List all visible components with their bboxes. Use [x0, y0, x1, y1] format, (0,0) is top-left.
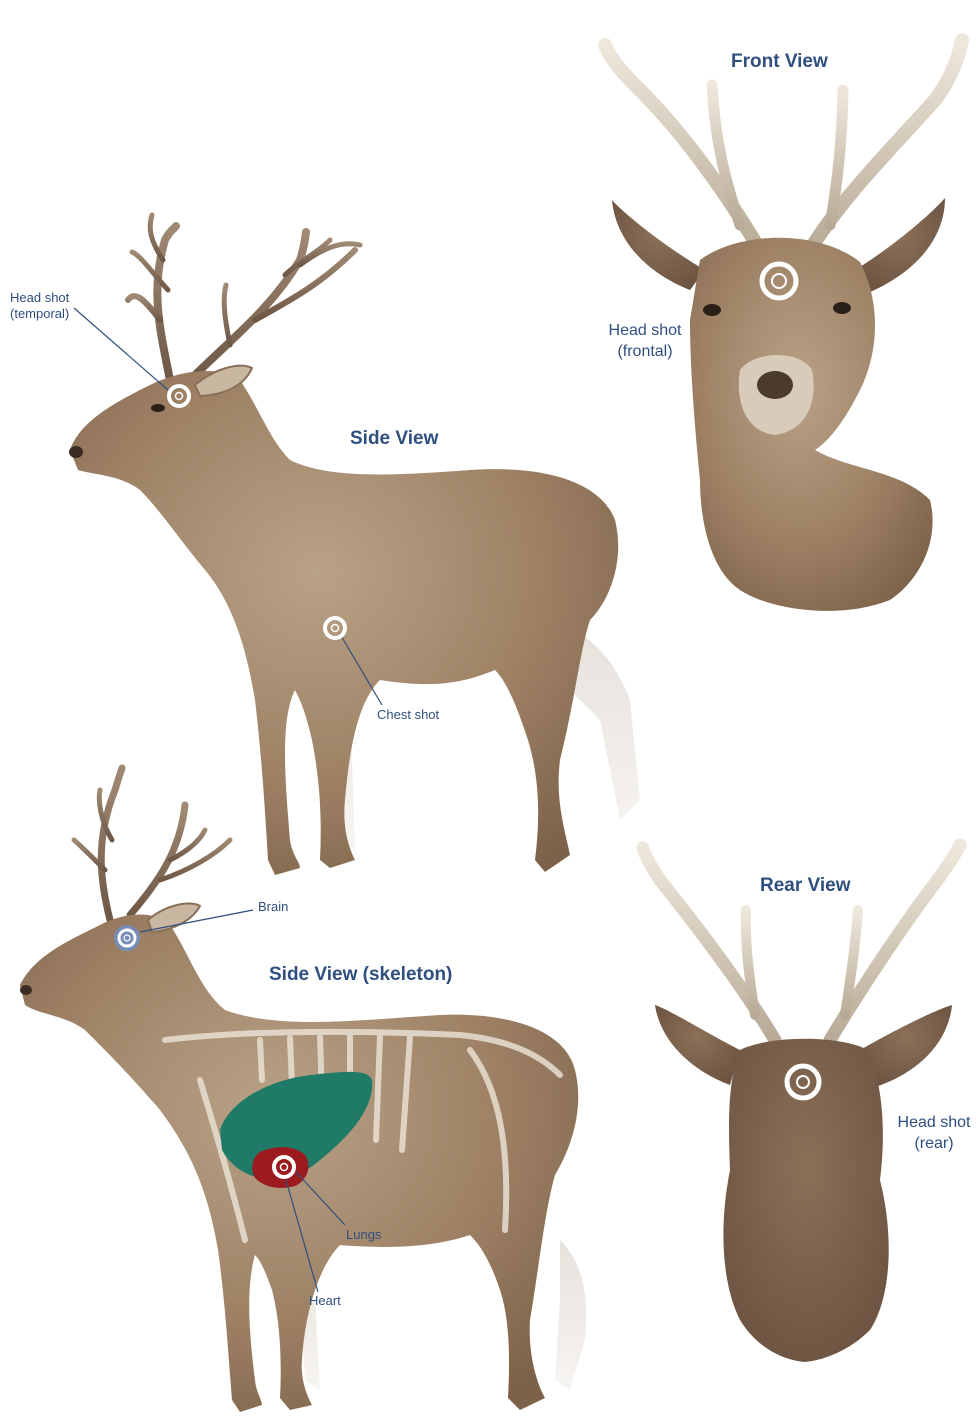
label-head-shot-rear: Head shot (rear) — [893, 1112, 975, 1154]
side-view-title: Side View — [350, 428, 438, 450]
label-line: (frontal) — [603, 341, 687, 362]
label-brain: Brain — [258, 899, 288, 915]
side-nose — [69, 446, 83, 458]
front-right-eye — [833, 302, 851, 314]
label-line: Head shot — [893, 1112, 975, 1133]
front-left-ear — [612, 200, 705, 290]
skeleton-view-deer — [20, 768, 586, 1412]
skeleton-antlers — [74, 768, 230, 920]
label-lungs: Lungs — [346, 1227, 381, 1243]
front-nose — [757, 371, 793, 399]
front-face — [690, 238, 933, 611]
target-marker-icon — [114, 925, 140, 951]
skeleton-ear — [148, 904, 200, 932]
side-antlers — [128, 215, 360, 380]
rear-view-head — [643, 845, 960, 1362]
far-legs-shadow — [300, 1240, 586, 1390]
front-right-ear — [855, 198, 945, 292]
front-left-eye — [703, 304, 721, 316]
label-line: Head shot — [603, 320, 687, 341]
side-view-deer — [69, 215, 640, 875]
skeleton-nose — [20, 985, 32, 995]
label-line: Head shot — [10, 290, 69, 306]
label-heart: Heart — [309, 1293, 341, 1309]
label-line: (temporal) — [10, 306, 69, 322]
rear-left-ear — [655, 1005, 740, 1085]
leader-line-temporal — [74, 308, 168, 390]
label-line: (rear) — [893, 1133, 975, 1154]
side-eye — [151, 404, 165, 412]
label-head-shot-temporal: Head shot (temporal) — [10, 290, 69, 322]
front-view-title: Front View — [731, 51, 828, 73]
rear-view-title: Rear View — [760, 875, 850, 897]
skeleton-view-title: Side View (skeleton) — [269, 964, 452, 986]
label-head-shot-frontal: Head shot (frontal) — [603, 320, 687, 362]
label-chest-shot: Chest shot — [377, 707, 439, 723]
